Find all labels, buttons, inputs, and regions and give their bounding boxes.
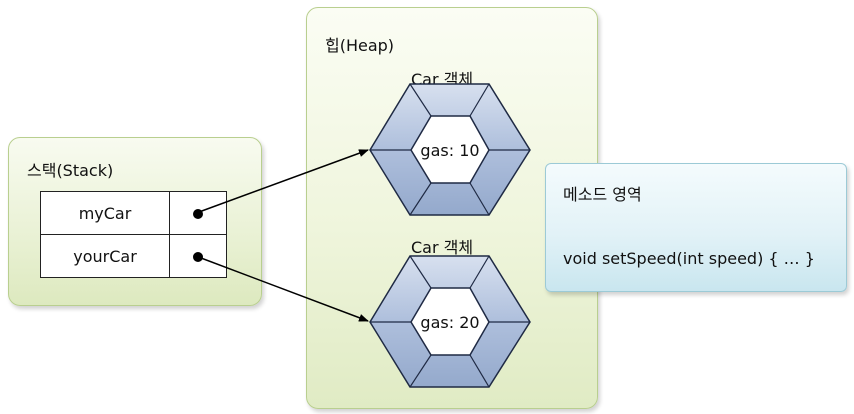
reference-arrow-mycar — [198, 149, 369, 213]
stack-var-name: yourCar — [40, 234, 170, 278]
car-gas-field: gas: 10 — [420, 141, 479, 160]
car-object-2: gas: 20 — [369, 255, 531, 388]
method-area-title: 메소드 영역 — [563, 185, 642, 204]
reference-dot-icon — [193, 208, 203, 219]
car-object-label: Car 객체 — [411, 238, 474, 257]
stack-table: myCar yourCar — [40, 191, 227, 278]
reference-arrow-yourcar — [200, 257, 369, 322]
stack-var-name: myCar — [40, 191, 170, 235]
stack-row-yourcar: yourCar — [40, 234, 227, 278]
car-gas-field: gas: 20 — [420, 313, 479, 332]
stack-row-mycar: myCar — [40, 191, 227, 235]
stack-panel: 스택(Stack) myCar yourCar — [8, 137, 262, 306]
heap-title: 힙(Heap) — [325, 36, 395, 55]
reference-cell — [169, 234, 227, 278]
method-area-panel: 메소드 영역 void setSpeed(int speed) { … } — [545, 163, 847, 292]
stack-title: 스택(Stack) — [27, 161, 114, 180]
car-object-1: gas: 10 — [369, 83, 531, 216]
reference-cell — [169, 191, 227, 235]
method-signature: void setSpeed(int speed) { … } — [563, 249, 815, 268]
reference-dot-icon — [193, 251, 203, 262]
